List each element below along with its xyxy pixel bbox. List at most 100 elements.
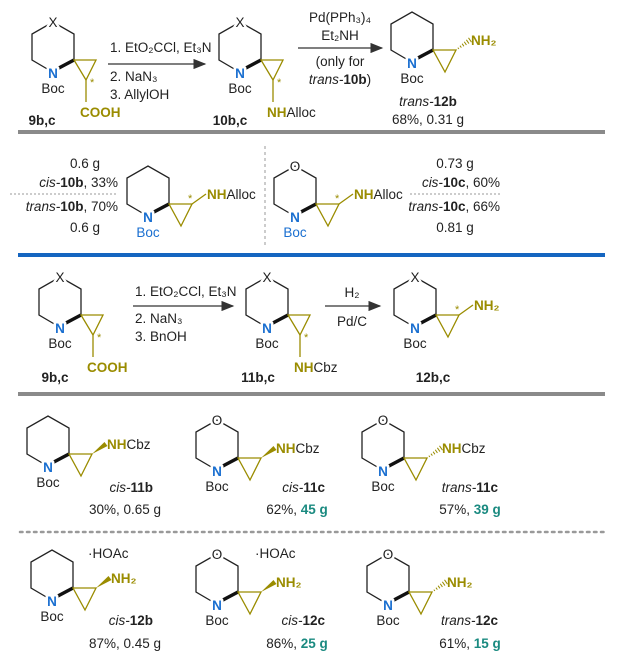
- substituent-label: COOH: [80, 105, 121, 120]
- boc-label: Boc: [40, 609, 64, 624]
- substituent-amine: COOH: [87, 360, 128, 375]
- salt-label: ·HOAc: [255, 546, 296, 561]
- yield-text: 61%, 15 g: [439, 636, 501, 651]
- nitrogen-label: N: [47, 594, 57, 609]
- wedge-bond: [243, 58, 262, 71]
- hash-bond-segment: [432, 451, 436, 455]
- substituent-bond: [458, 304, 474, 316]
- boc-label: Boc: [403, 336, 427, 351]
- nitrogen-label: N: [212, 464, 222, 479]
- cyclopropane-ring: [402, 457, 429, 482]
- cyclopropane-ring: [407, 591, 434, 616]
- ring-bonds: [26, 415, 70, 465]
- compound-label: 12b,c: [416, 370, 451, 385]
- nitrogen-label: N: [43, 460, 53, 475]
- substituent-amine: NH: [107, 437, 127, 452]
- substituent-bond: [191, 193, 207, 205]
- substituent-label: NHCbz: [107, 437, 151, 452]
- salt-label: ·HOAc: [88, 546, 129, 561]
- ring-bonds: [390, 11, 434, 61]
- heteroatom-label: X: [55, 270, 64, 285]
- nitrogen-label: N: [290, 210, 300, 225]
- reagent-catalyst: Pd/C: [337, 314, 367, 329]
- protecting-group: Cbz: [314, 360, 338, 375]
- wedge-bond: [51, 452, 70, 465]
- reagent-step-3: 3. AllylOH: [110, 87, 169, 102]
- nitrogen-label: N: [378, 464, 388, 479]
- reagent-step-2: 2. NaN₃: [110, 69, 158, 84]
- mass-text: 0.81 g: [436, 220, 474, 235]
- protecting-group: Alloc: [287, 105, 317, 120]
- yield-text: 57%, 39 g: [439, 502, 501, 517]
- stereocenter-asterisk: *: [304, 332, 309, 344]
- substituent-amine: NH: [207, 187, 227, 202]
- hash-bond-segment: [437, 585, 441, 589]
- hash-bond-segment: [468, 37, 472, 43]
- boc-label: Boc: [400, 71, 424, 86]
- substituent-label: NHAlloc: [267, 105, 316, 120]
- wedge-bond-substituent: [92, 442, 108, 454]
- nitrogen-label: N: [212, 598, 222, 613]
- boc-label: Boc: [48, 336, 72, 351]
- wedge-bond: [418, 313, 437, 326]
- substituent-label: NH₂: [474, 298, 500, 313]
- ring-bonds: [38, 276, 82, 326]
- substituent-amine: NH: [294, 360, 314, 375]
- substituent-label: NH₂: [276, 575, 302, 590]
- compound-label: 10b,c: [213, 113, 248, 128]
- wedge-bond: [151, 202, 170, 215]
- nitrogen-label: N: [55, 321, 65, 336]
- wedge-bond-substituent: [96, 576, 112, 588]
- isomer-yield: cis-10b, 33%: [39, 175, 118, 190]
- stereocenter-asterisk: *: [90, 77, 95, 89]
- compound-label: trans-12b: [399, 94, 457, 109]
- hash-bond-segment: [436, 447, 441, 452]
- wedge-bond: [220, 590, 239, 603]
- reagent-step-1: 1. EtO₂CCl, Et₃N: [135, 284, 237, 299]
- cyclopropane-ring: [434, 314, 461, 339]
- wedge-bond: [298, 202, 317, 215]
- substituent-label: NHCbz: [276, 441, 320, 456]
- stereocenter-asterisk: *: [188, 193, 193, 205]
- ring-bonds: [195, 553, 239, 603]
- compound-label: cis-12c: [281, 613, 325, 628]
- wedge-bond: [415, 48, 434, 61]
- cyclopropane-ring: [236, 591, 263, 616]
- reagent-step-1: 1. EtO₂CCl, Et₃N: [110, 40, 212, 55]
- stereocenter-asterisk: *: [455, 304, 460, 316]
- wedge-bond: [391, 590, 410, 603]
- wedge-bond: [56, 58, 75, 71]
- substituent-label: NHCbz: [294, 360, 338, 375]
- compound-label: 11b,c: [241, 370, 275, 385]
- ring-bonds: [126, 165, 170, 215]
- ring-bonds: [361, 419, 405, 469]
- hash-bond-segment: [428, 455, 431, 458]
- cyclopropane-ring: [79, 314, 105, 337]
- cyclopropane-ring: [431, 49, 458, 74]
- hash-bond-segment: [465, 39, 470, 44]
- isomer-yield: trans-10c, 66%: [408, 199, 500, 214]
- cyclopropane-ring: [72, 59, 98, 82]
- ring-bonds: [31, 21, 75, 71]
- ring-bonds: [366, 553, 410, 603]
- boc-label: Boc: [228, 81, 252, 96]
- substituent-amine: NH: [442, 441, 462, 456]
- boc-label: Boc: [376, 613, 400, 628]
- ring-bonds: [273, 165, 317, 215]
- stereocenter-asterisk: *: [335, 193, 340, 205]
- boc-label: Boc: [41, 81, 65, 96]
- protecting-group: Cbz: [127, 437, 151, 452]
- section-divider-blue: [18, 253, 605, 257]
- hash-bond-segment: [434, 449, 438, 454]
- substituent-label: NH₂: [111, 571, 137, 586]
